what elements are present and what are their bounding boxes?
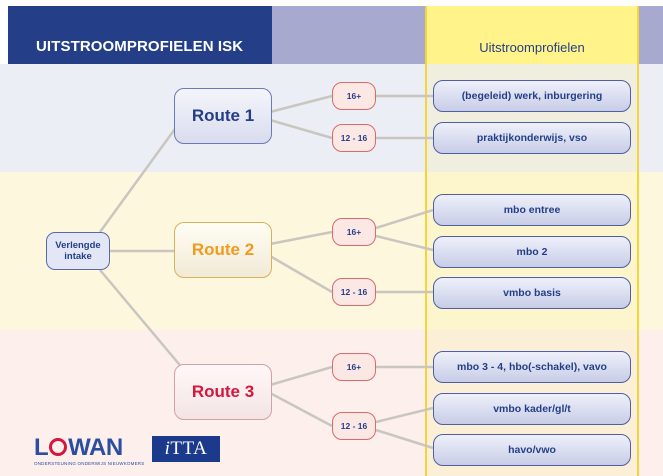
age-badge: 12 - 16 [332,412,376,440]
connector-route2-age1 [269,230,333,246]
header-spacer-right [639,6,663,64]
connector-age6-outcome7 [375,406,434,424]
outcome-box: praktijkonderwijs, vso [433,122,631,154]
connector-route3-age2 [269,391,333,428]
intake-node: Verlengde intake [46,232,110,270]
connector-age3-outcome3 [375,208,434,230]
outcome-column-title: Uitstroomprofielen [479,40,585,55]
outcome-column-header: Uitstroomprofielen [425,6,639,64]
age-badge: 16+ [332,353,376,381]
age-badge: 16+ [332,218,376,246]
outcome-box: vmbo basis [433,277,631,309]
outcome-box: mbo entree [433,194,631,226]
route-2-node: Route 2 [174,222,272,278]
outcome-box: vmbo kader/gl/t [433,393,631,425]
page-title: UITSTROOMPROFIELEN ISK [36,38,244,55]
header-spacer [272,6,425,64]
outcome-box: mbo 2 [433,236,631,268]
connector-age6-outcome8 [375,428,434,450]
connector-route1-age1 [269,94,333,114]
age-badge: 12 - 16 [332,124,376,152]
connector-age3-outcome4 [375,234,434,252]
age-badge: 16+ [332,82,376,110]
route-1-node: Route 1 [174,88,272,144]
age-badge: 12 - 16 [332,278,376,306]
outcome-box: (begeleid) werk, inburgering [433,80,631,112]
route-3-node: Route 3 [174,364,272,420]
lowan-logo-mark [49,438,68,456]
outcome-box: mbo 3 - 4, hbo(-schakel), vavo [433,351,631,383]
outcome-box: havo/vwo [433,434,631,466]
connector-route3-age1 [269,365,333,387]
connector-route2-age2 [269,254,333,294]
title-bar: UITSTROOMPROFIELEN ISK [8,6,272,64]
lowan-tagline: ONDERSTEUNING ONDERWIJS NIEUWKOMERS [34,461,145,466]
connector-intake-route1 [98,121,182,233]
connector-intake-route3 [99,269,185,371]
connector-route1-age2 [269,118,333,140]
